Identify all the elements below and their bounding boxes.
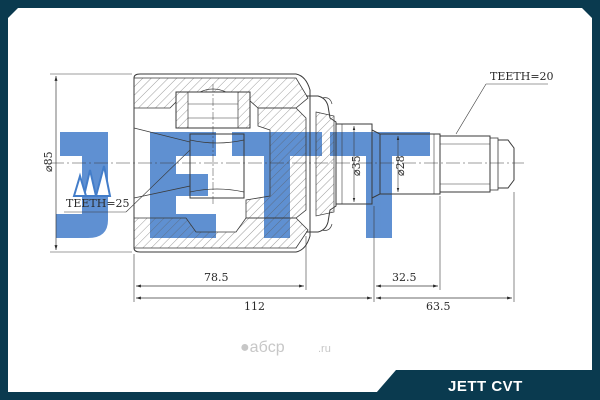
spline-length-label: 32.5 (392, 271, 417, 284)
neck-diameter-label: ⌀35 (350, 155, 363, 176)
overall-length-label: 112 (244, 300, 265, 313)
housing-depth-label: 78.5 (204, 271, 229, 284)
joint-housing (133, 73, 311, 253)
housing-diameter-dimension: ⌀85 (42, 73, 132, 253)
brand-footer-tab: JETT CVT (370, 370, 600, 400)
length-dimensions: 78.5 32.5 112 63.5 (133, 192, 515, 313)
stub-shaft (335, 123, 515, 205)
teeth-outer-callout: TEETH=20 (455, 70, 554, 135)
site-watermark-text: ●aбcp (240, 339, 285, 356)
brand-footer-label: JETT CVT (448, 378, 523, 395)
site-watermark: ●aбcp .ru (240, 339, 331, 356)
shaft-length-label: 63.5 (426, 300, 451, 313)
shaft-diameter-label: ⌀28 (394, 155, 407, 176)
teeth-inner-label: TEETH=25 (66, 197, 130, 210)
teeth-outer-label: TEETH=20 (490, 70, 554, 83)
teeth-inner-callout: TEETH=25 (64, 149, 191, 213)
site-watermark-domain: .ru (318, 343, 331, 355)
frame-corner-top-left (0, 0, 26, 26)
joint-neck (306, 95, 337, 233)
housing-diameter-label: ⌀85 (42, 151, 55, 172)
frame-corner-top-right (574, 0, 600, 26)
